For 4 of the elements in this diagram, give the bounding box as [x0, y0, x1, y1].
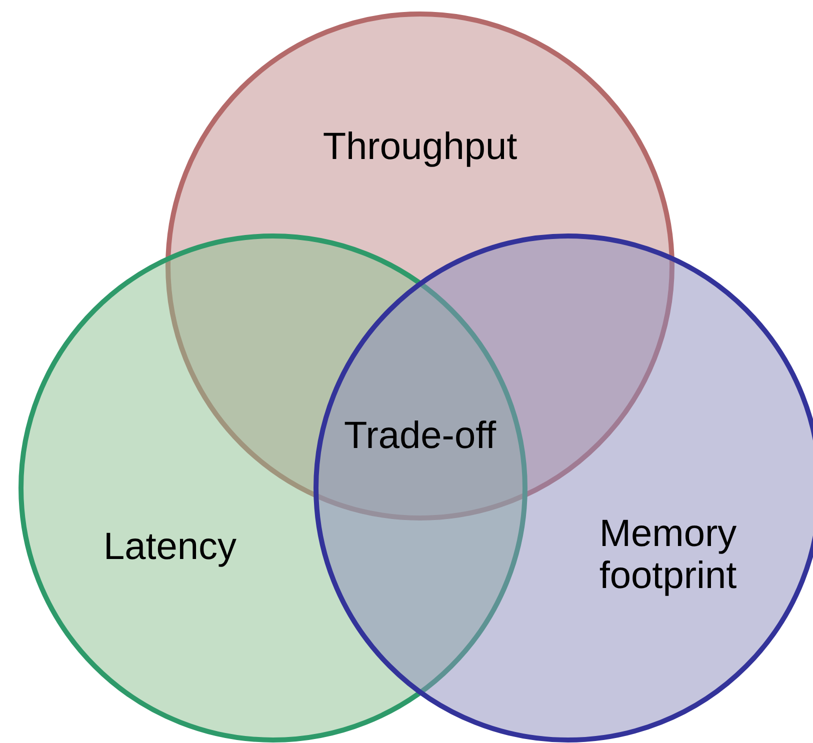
intersection-label: Trade-off [342, 416, 498, 458]
set-label: Memory footprint [598, 514, 738, 598]
set-label: Latency [102, 527, 238, 569]
set-label: Throughput [322, 127, 518, 169]
